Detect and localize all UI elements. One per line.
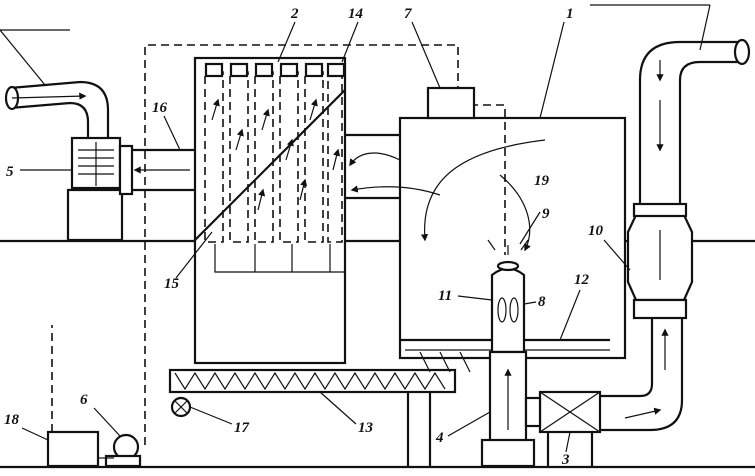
screw-conveyor-13 [168,351,471,466]
label-12: 12 [574,272,590,288]
chamber-1 [345,86,627,360]
duct-16 [132,148,195,192]
label-1: 1 [566,6,574,22]
control-lines [51,44,506,445]
callout-labels: 1 2 14 7 5 16 15 19 9 10 11 8 12 4 3 13 … [4,6,631,468]
riser-4 [480,350,536,468]
label-9: 9 [542,206,550,222]
label-13: 13 [358,420,374,436]
bottom-flow [214,244,345,273]
label-16: 16 [152,100,168,116]
label-17: 17 [234,420,250,436]
label-4: 4 [435,430,444,446]
flow-arrows-filter [211,98,341,211]
label-8: 8 [538,294,546,310]
label-10: 10 [588,223,604,239]
burner-8 [487,239,529,354]
unit-7 [426,86,476,120]
label-5: 5 [6,164,14,180]
cyclone-10 [626,202,694,320]
bag-filter-2 [193,56,347,365]
label-7: 7 [404,6,412,22]
shaker-heads [204,62,346,78]
label-15: 15 [164,276,180,292]
label-6: 6 [80,392,88,408]
motor-17 [170,396,192,418]
filter-bags [204,71,343,243]
tank-18 [46,430,100,468]
label-19: 19 [534,173,550,189]
label-2: 2 [290,6,299,22]
partition-15 [194,89,346,241]
label-3: 3 [561,452,570,468]
exhaust-pipe-left [0,29,110,138]
pump-6 [98,433,142,468]
label-11: 11 [438,288,452,304]
label-18: 18 [4,412,20,428]
label-14: 14 [348,6,364,22]
fan-5 [66,136,134,242]
duct-right [590,4,751,432]
